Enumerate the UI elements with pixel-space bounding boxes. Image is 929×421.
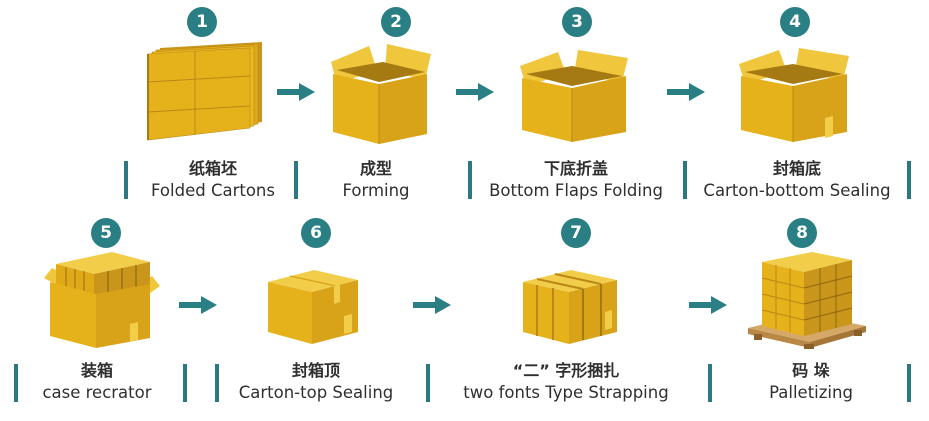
step-7-chinese-label: “二” 字形捆扎 (512, 361, 620, 380)
step-6-number-badge: 6 (301, 218, 331, 248)
flow-arrow-3-4 (667, 83, 705, 101)
step-5-number-badge: 5 (91, 218, 121, 248)
flow-arrow-5-6 (179, 296, 217, 314)
caption-divider (468, 161, 472, 199)
caption-divider (708, 364, 712, 402)
step-2-chinese-label: 成型 (359, 159, 392, 178)
caption-divider (215, 364, 219, 402)
step-5-english-label: case recrator (42, 382, 152, 402)
folded-cartons-illustration (147, 42, 262, 141)
caption-divider (294, 161, 298, 199)
flow-arrow-7-8 (689, 296, 727, 314)
folded-carton-stack (147, 42, 262, 141)
palletizing-illustration (748, 252, 866, 349)
step-6-chinese-label: 封箱顶 (291, 361, 340, 380)
step-4-caption: 封箱底 Carton-bottom Sealing (690, 158, 904, 202)
flow-arrow-1-2 (277, 83, 315, 101)
step-8-chinese-label: 码 垛 (792, 361, 830, 380)
step-4-number-badge: 4 (780, 7, 810, 37)
step-3-chinese-label: 下底折盖 (543, 159, 608, 178)
strap-bands (536, 273, 602, 340)
step-4-english-label: Carton-bottom Sealing (703, 180, 891, 200)
step-6-caption: 封箱顶 Carton-top Sealing (222, 360, 410, 404)
flow-arrow-2-3 (456, 83, 494, 101)
case-recrator-illustration (44, 252, 160, 348)
step-8-number-badge: 8 (787, 218, 817, 248)
step-1-number-badge: 1 (187, 7, 217, 37)
strapping-illustration (523, 270, 617, 344)
step-7-number-badge: 7 (561, 218, 591, 248)
step-1-english-label: Folded Cartons (151, 180, 275, 200)
carton-top-sealing-illustration (268, 270, 358, 344)
step-2-english-label: Forming (342, 180, 410, 200)
caption-divider (683, 161, 687, 199)
step-1-chinese-label: 纸箱坯 (188, 159, 237, 178)
step-8-caption: 码 垛 Palletizing (736, 360, 886, 404)
bottom-flaps-folding-illustration (520, 50, 628, 142)
step-3-caption: 下底折盖 Bottom Flaps Folding (476, 158, 676, 202)
step-2-caption: 成型 Forming (316, 158, 436, 202)
stacked-cartons (761, 252, 853, 336)
step-2-number-badge: 2 (381, 7, 411, 37)
step-5-chinese-label: 装箱 (80, 361, 113, 380)
caption-divider (183, 364, 187, 402)
step-7-english-label: two fonts Type Strapping (463, 382, 669, 402)
step-3-number-badge: 3 (562, 7, 592, 37)
flow-arrow-6-7 (413, 296, 451, 314)
step-6-english-label: Carton-top Sealing (238, 382, 394, 402)
caption-divider (907, 161, 911, 199)
open-carton-forming-illustration (331, 44, 431, 144)
caption-divider (124, 161, 128, 199)
caption-divider (14, 364, 18, 402)
step-1-caption: 纸箱坯 Folded Cartons (133, 158, 293, 202)
carton-bottom-sealing-illustration (739, 48, 849, 142)
step-4-chinese-label: 封箱底 (772, 159, 821, 178)
step-3-english-label: Bottom Flaps Folding (489, 180, 663, 200)
step-7-caption: “二” 字形捆扎 two fonts Type Strapping (440, 360, 692, 404)
step-5-caption: 装箱 case recrator (22, 360, 172, 404)
step-8-english-label: Palletizing (769, 382, 853, 402)
caption-divider (426, 364, 430, 402)
caption-divider (907, 364, 911, 402)
